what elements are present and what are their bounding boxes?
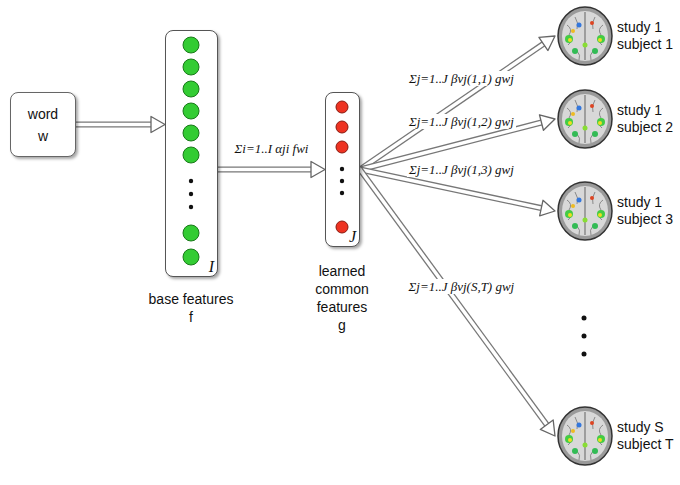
arrow-head [540,420,555,436]
node-label: study 1 subject 1 [617,19,677,53]
weight-formula: Σj=1..J βvj(1,3) gwj [407,162,516,177]
dimension-label: I [209,259,214,275]
feature-units [326,93,359,246]
node-label: word w [28,103,58,147]
weight-formula: Σj=1..J βvj(1,1) gwj [407,71,516,86]
node-label: study 1 subject 2 [617,102,677,136]
subject-brain: study 1 subject 1 [555,5,677,67]
subject-brain: study 1 subject 2 [555,88,677,150]
node-label: study 1 subject 3 [617,194,677,228]
double-arrow [218,162,325,178]
weight-formula: Σi=1..I αji fwi [233,141,311,156]
feature-column: Jlearned common features g [325,92,360,247]
subject-brain: study 1 subject 3 [555,180,677,242]
double-arrow [360,36,555,170]
dot [582,352,587,357]
brain-scan [555,405,615,467]
dimension-label: J [349,229,356,245]
arrow-head [539,115,555,130]
column-caption: base features f [147,290,236,326]
brain-scan [555,5,615,67]
node-label: study S subject T [617,419,677,453]
weight-formula: Σj=1..J βvj(S,T) gwj [407,279,517,294]
feature-units [166,31,217,276]
double-arrow [360,170,555,437]
weight-formula: Σj=1..J βvj(1,2) gwj [407,114,516,129]
dot [582,316,587,321]
brain-scan [555,88,615,150]
subject-brain: study S subject T [555,405,677,467]
arrow-head [540,200,555,216]
arrow-head [539,36,555,51]
arrow-head [311,162,325,178]
dot [582,334,587,339]
double-arrow [76,117,165,133]
brain-scan [555,180,615,242]
arrow-head [151,117,165,133]
feature-column: Ibase features f [165,30,218,277]
column-caption: learned common features g [315,262,369,334]
input-box: word w [10,92,76,157]
